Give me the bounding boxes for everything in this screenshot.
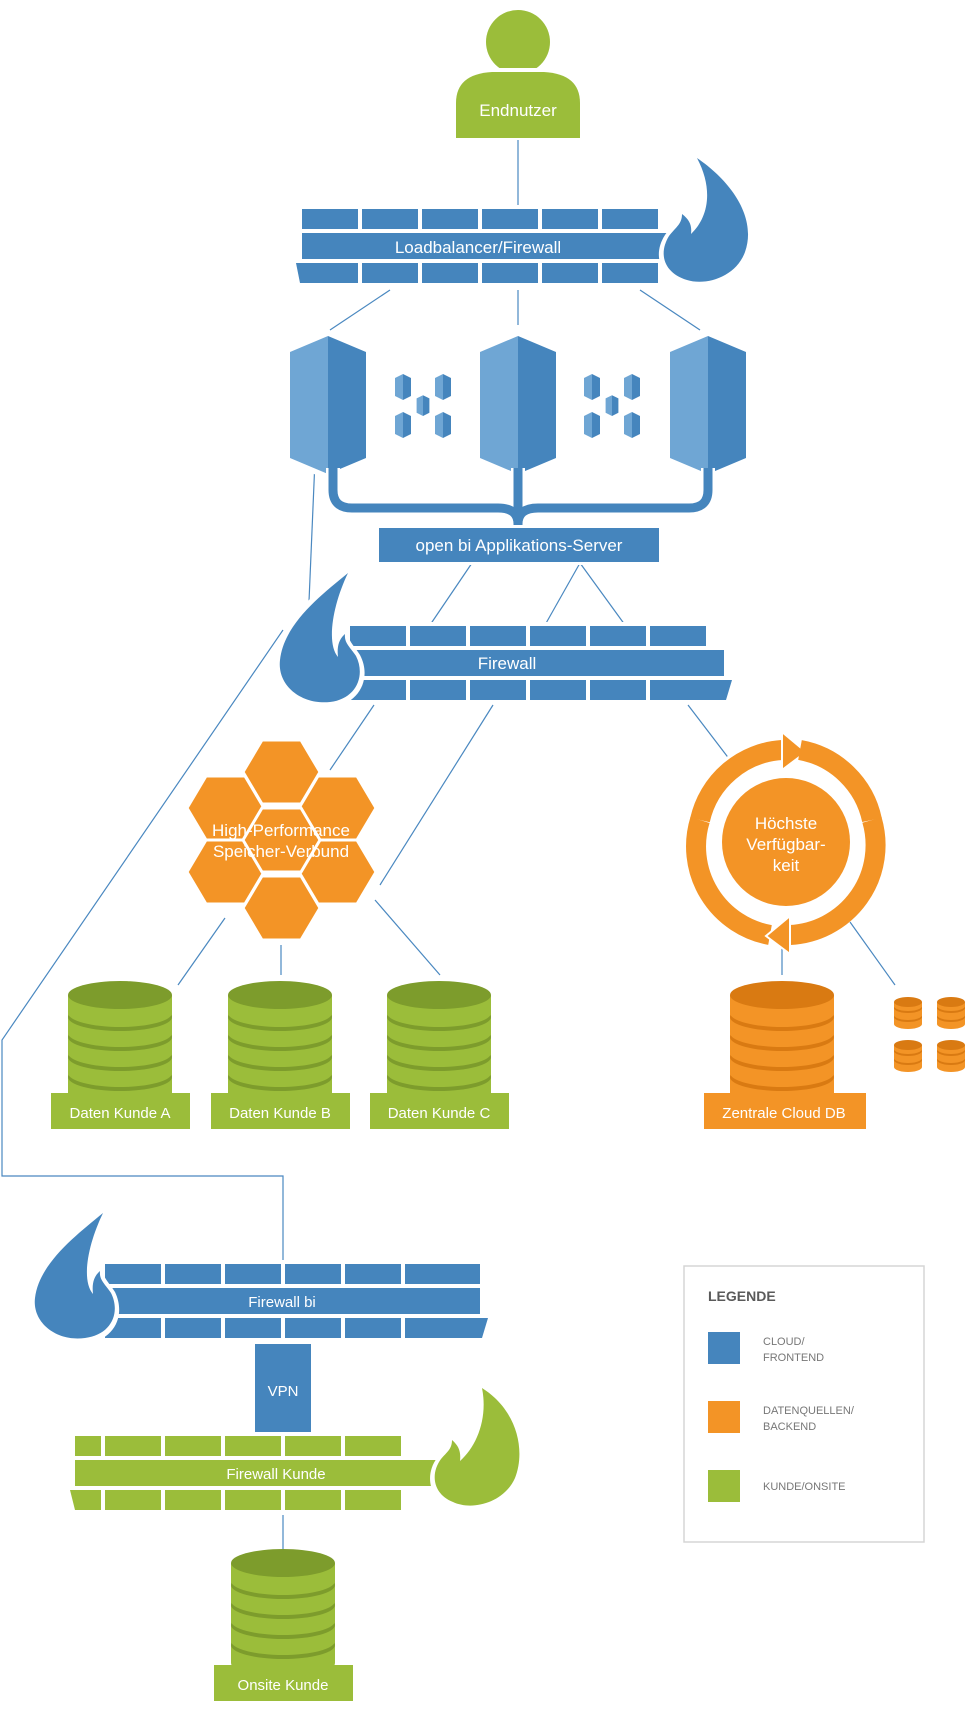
database-icon [228,981,332,1109]
flame-icon [279,573,360,703]
storage-label-line1: High-Performance [212,821,350,840]
availability-label-line3: keit [773,856,800,875]
daten-kunde-b: Daten Kunde B [208,981,353,1132]
app-server-node: open bi Applikations-Server [376,525,662,565]
firewall-kunde: Firewall Kunde [70,1380,525,1514]
flame-icon [34,1213,115,1339]
legend-label-onsite: KUNDE/ONSITE [763,1481,846,1493]
endnutzer-label: Endnutzer [479,101,557,120]
server-box-icon [286,330,370,480]
database-icon [937,1040,965,1072]
user-body-icon [456,72,580,138]
endnutzer-node: Endnutzer [452,7,584,140]
legend-title: LEGENDE [708,1288,776,1304]
mini-cubes-icon [395,374,451,438]
loadbalancer-label: Loadbalancer/Firewall [395,238,561,257]
flame-icon [663,158,749,282]
legend-label-cloud-line2: FRONTEND [763,1352,824,1364]
server-cluster [286,330,750,480]
availability-label-line1: Höchste [755,814,817,833]
daten-kunde-a-label: Daten Kunde A [70,1105,171,1122]
server-box-icon [666,330,750,480]
legend-swatch-onsite [708,1470,740,1502]
legend-swatch-backend [708,1401,740,1433]
connector-lines [1,140,896,1550]
database-icon [894,1040,922,1072]
availability-node: Höchste Verfügbar- keit [686,729,886,956]
firewall-bi-label: Firewall bi [248,1294,316,1311]
flame-icon [434,1388,520,1506]
cloud-db-label: Zentrale Cloud DB [722,1105,845,1122]
app-server-label: open bi Applikations-Server [416,536,623,555]
daten-kunde-c-label: Daten Kunde C [388,1105,491,1122]
cycle-arrow-icon [690,740,783,823]
database-icon [894,997,922,1029]
database-icon [387,981,491,1109]
daten-kunde-a: Daten Kunde A [48,981,193,1132]
database-icon [231,1549,335,1677]
firewall-bi: Firewall bi [30,1205,490,1345]
legend-label-backend-line2: BACKEND [763,1421,816,1433]
server-box-icon [476,330,560,480]
database-icon [937,997,965,1029]
mini-db-cluster [894,997,965,1072]
cycle-arrow-icon [789,817,886,945]
daten-kunde-b-label: Daten Kunde B [229,1105,331,1122]
vpn-label: VPN [268,1383,299,1400]
storage-hex-cluster: High-Performance Speicher-Verbund [185,738,378,942]
firewall-center: Firewall [274,565,735,709]
legend-label-cloud-line1: CLOUD/ [763,1336,806,1348]
daten-kunde-c: Daten Kunde C [367,981,512,1132]
firewall-label: Firewall [478,654,537,673]
legend-swatch-cloud [708,1332,740,1364]
legend-label-backend-line1: DATENQUELLEN/ [763,1405,855,1417]
vpn-tunnel: VPN [255,1344,311,1434]
database-icon [68,981,172,1109]
loadbalancer-firewall: Loadbalancer/Firewall [296,150,754,288]
onsite-kunde: Onsite Kunde [211,1549,356,1704]
zentrale-cloud-db: Zentrale Cloud DB [701,981,869,1132]
storage-label-line2: Speicher-Verbund [213,842,349,861]
firewall-kunde-label: Firewall Kunde [226,1466,325,1483]
onsite-kunde-label: Onsite Kunde [238,1677,329,1694]
user-head-icon [486,10,550,74]
mini-cubes-icon [584,374,640,438]
availability-circle [722,778,850,906]
legend: LEGENDE CLOUD/ FRONTEND DATENQUELLEN/ BA… [683,1265,925,1543]
database-icon [730,981,834,1109]
availability-label-line2: Verfügbar- [746,835,825,854]
